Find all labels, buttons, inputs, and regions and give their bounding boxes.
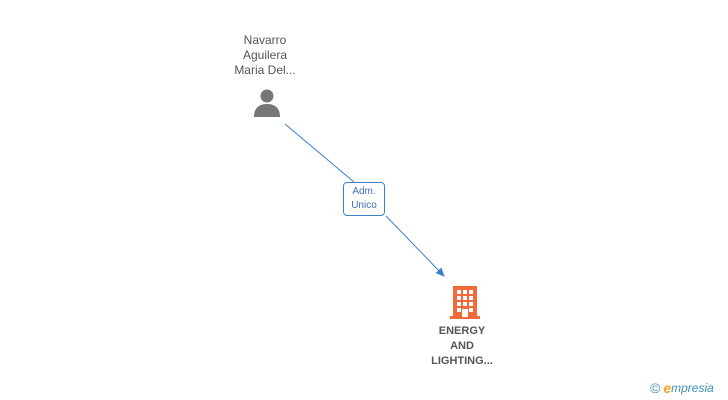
person-name-line-3: Maria Del... (234, 63, 296, 77)
company-name-line-2: AND (450, 340, 474, 352)
copyright-icon: © (650, 380, 661, 396)
relation-label-line-2: Unico (351, 200, 377, 211)
building-icon[interactable] (450, 285, 480, 319)
person-name-line-1: Navarro (243, 33, 287, 47)
relation-badge[interactable]: Adm. Unico (343, 182, 385, 216)
person-name-line-2: Aguilera (242, 48, 288, 62)
relation-label-line-1: Adm. (352, 186, 376, 197)
brand-logo[interactable]: © e mpresia (650, 379, 714, 397)
brand-e-mark: e (663, 380, 672, 396)
person-name[interactable]: Navarro Aguilera Maria Del... (215, 33, 315, 78)
company-name-line-3: LIGHTING... (431, 355, 493, 367)
edge-badge-to-company (385, 215, 445, 277)
company-name[interactable]: ENERGY AND LIGHTING... (402, 324, 522, 369)
company-name-line-1: ENERGY (438, 325, 486, 337)
person-icon[interactable] (252, 88, 282, 118)
brand-name: mpresia (671, 381, 714, 395)
edge-person-to-badge (284, 123, 355, 183)
